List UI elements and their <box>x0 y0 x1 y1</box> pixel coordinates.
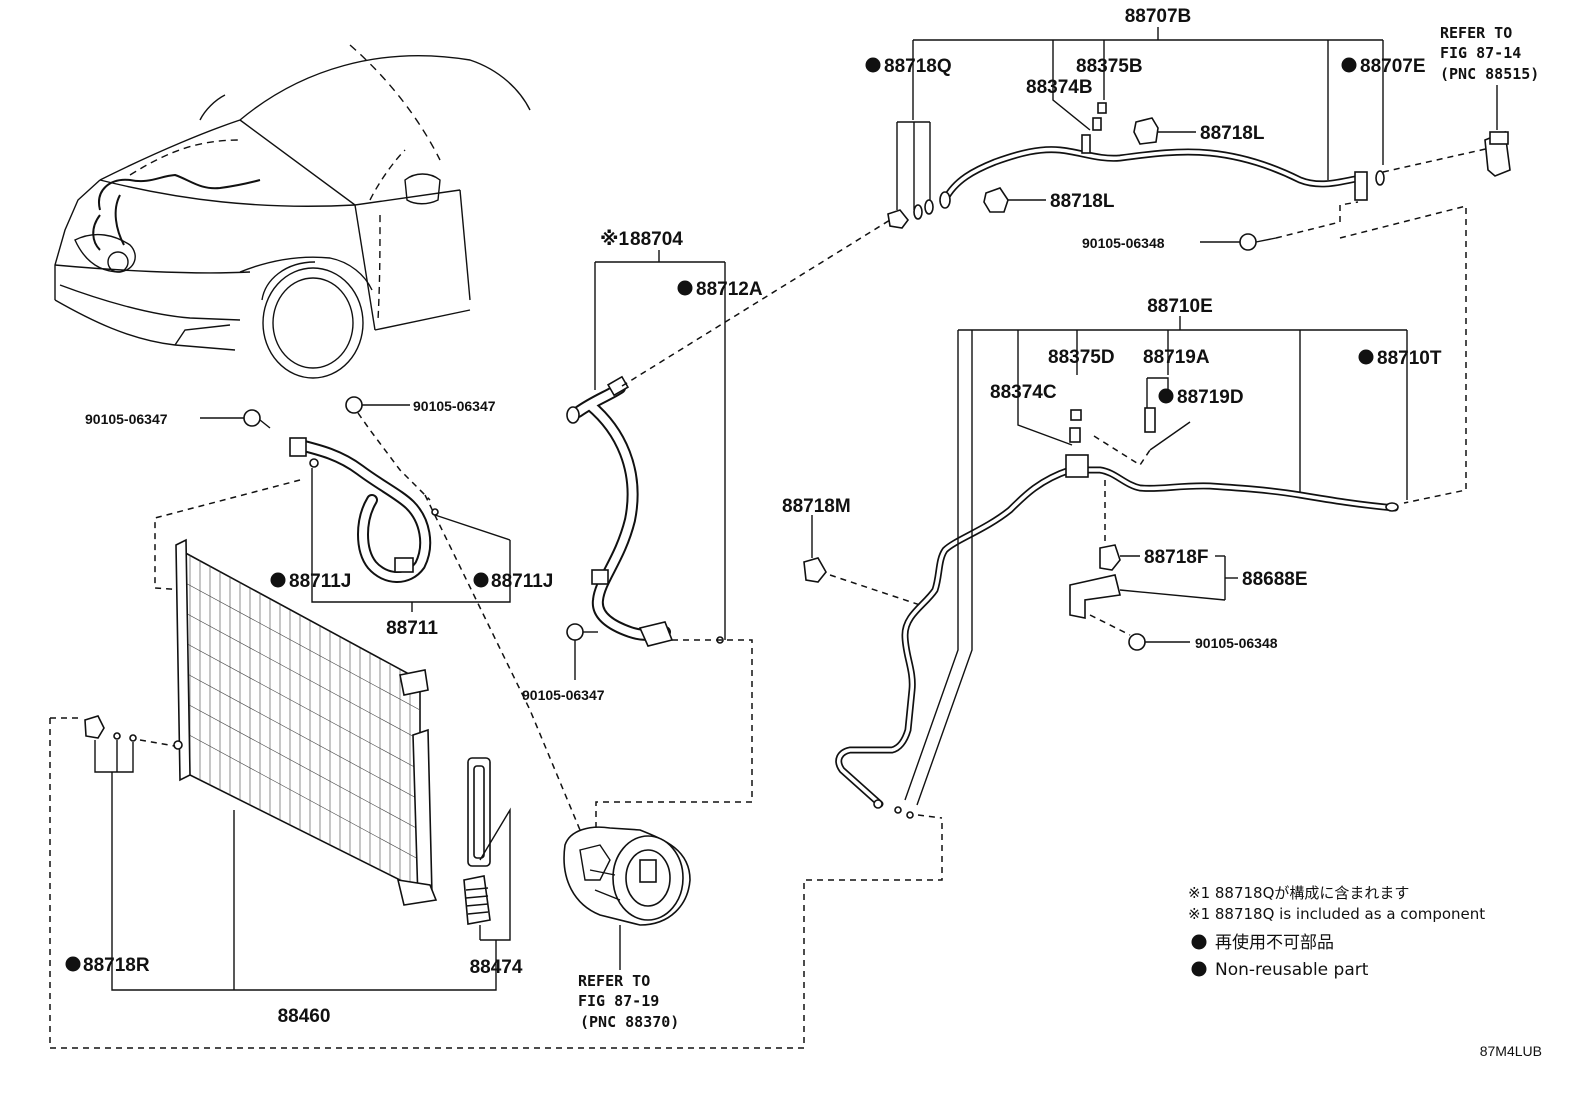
legend-bullet-en <box>1191 961 1207 977</box>
note-component-en: ※1 88718Q is included as a component <box>1188 905 1485 923</box>
vehicle-illustration <box>54 44 531 379</box>
nonreusable-bullet-88711j-a <box>270 572 286 588</box>
part-labels: 88707B 88718Q 88375B 88374B 88707E 88718… <box>65 6 1442 1027</box>
note-nonreusable-jp: 再使用不可部品 <box>1215 932 1334 953</box>
hose-88704-group <box>566 219 891 830</box>
label-88374c: 88374C <box>990 382 1057 403</box>
label-90105-06348-mid: 90105-06348 <box>1195 635 1278 651</box>
nonreusable-bullet-88718r <box>65 956 81 972</box>
nonreusable-bullet-88711j-b <box>473 572 489 588</box>
refer-bottom-line1: REFER TO <box>578 972 650 990</box>
label-88707b: 88707B <box>1125 6 1192 27</box>
refer-top-line1: REFER TO <box>1440 24 1512 42</box>
compressor-illustration <box>563 826 691 970</box>
label-88718l-b: 88718L <box>1050 191 1115 212</box>
condenser-88460 <box>49 538 943 1049</box>
label-88710t: 88710T <box>1377 348 1442 369</box>
note-component-jp: ※1 88718Qが構成に含まれます <box>1188 884 1409 902</box>
label-88711j-b: 88711J <box>491 571 553 592</box>
label-88474: 88474 <box>470 957 523 978</box>
label-88375b: 88375B <box>1076 56 1143 77</box>
label-88711j-a: 88711J <box>289 571 351 592</box>
hose-88711-group <box>154 396 581 831</box>
label-88711: 88711 <box>386 618 438 639</box>
label-88704: 88704 <box>630 229 683 250</box>
label-88710e: 88710E <box>1147 296 1213 317</box>
nonreusable-bullet-88712a <box>677 280 693 296</box>
label-88719a: 88719A <box>1143 347 1210 368</box>
refer-to-fig-87-19: REFER TO FIG 87-19 (PNC 88370) <box>578 972 679 1031</box>
label-90105-06347-low: 90105-06347 <box>522 687 605 703</box>
label-88712a: 88712A <box>696 279 763 300</box>
nonreusable-bullet-88707e <box>1341 57 1357 73</box>
label-88718q: 88718Q <box>884 56 952 77</box>
label-88719d: 88719D <box>1177 387 1244 408</box>
label-88374b: 88374B <box>1026 77 1093 98</box>
legend-notes: ※1 88718Qが構成に含まれます ※1 88718Q is included… <box>1188 884 1485 980</box>
label-90105-06347-left: 90105-06347 <box>85 411 168 427</box>
label-88718m: 88718M <box>782 496 851 517</box>
pipe-88707b-group <box>887 27 1511 504</box>
refer-bottom-line2: FIG 87-19 <box>578 992 659 1010</box>
refer-top-line3: (PNC 88515) <box>1440 65 1539 83</box>
legend-bullet-jp <box>1191 934 1207 950</box>
nonreusable-bullet-88710t <box>1358 349 1374 365</box>
label-88707e: 88707E <box>1360 56 1426 77</box>
label-90105-06348-top: 90105-06348 <box>1082 235 1165 251</box>
refer-top-line2: FIG 87-14 <box>1440 44 1521 62</box>
nonreusable-bullet-88718q <box>865 57 881 73</box>
label-88704-prefix: ※1 <box>600 229 629 250</box>
refer-bottom-line3: (PNC 88370) <box>580 1013 679 1031</box>
nonreusable-bullet-88719d <box>1158 388 1174 404</box>
label-88688e: 88688E <box>1242 569 1308 590</box>
pipe-88710e-group <box>803 316 1408 819</box>
label-88718l-a: 88718L <box>1200 123 1265 144</box>
label-88460: 88460 <box>278 1006 331 1027</box>
label-90105-06347-right: 90105-06347 <box>413 398 496 414</box>
label-88718f: 88718F <box>1144 547 1208 568</box>
note-nonreusable-en: Non-reusable part <box>1215 960 1369 980</box>
refer-to-fig-87-14: REFER TO FIG 87-14 (PNC 88515) <box>1440 24 1539 83</box>
figure-code: 87M4LUB <box>1480 1043 1542 1059</box>
label-88718r: 88718R <box>83 955 150 976</box>
label-88375d: 88375D <box>1048 347 1115 368</box>
